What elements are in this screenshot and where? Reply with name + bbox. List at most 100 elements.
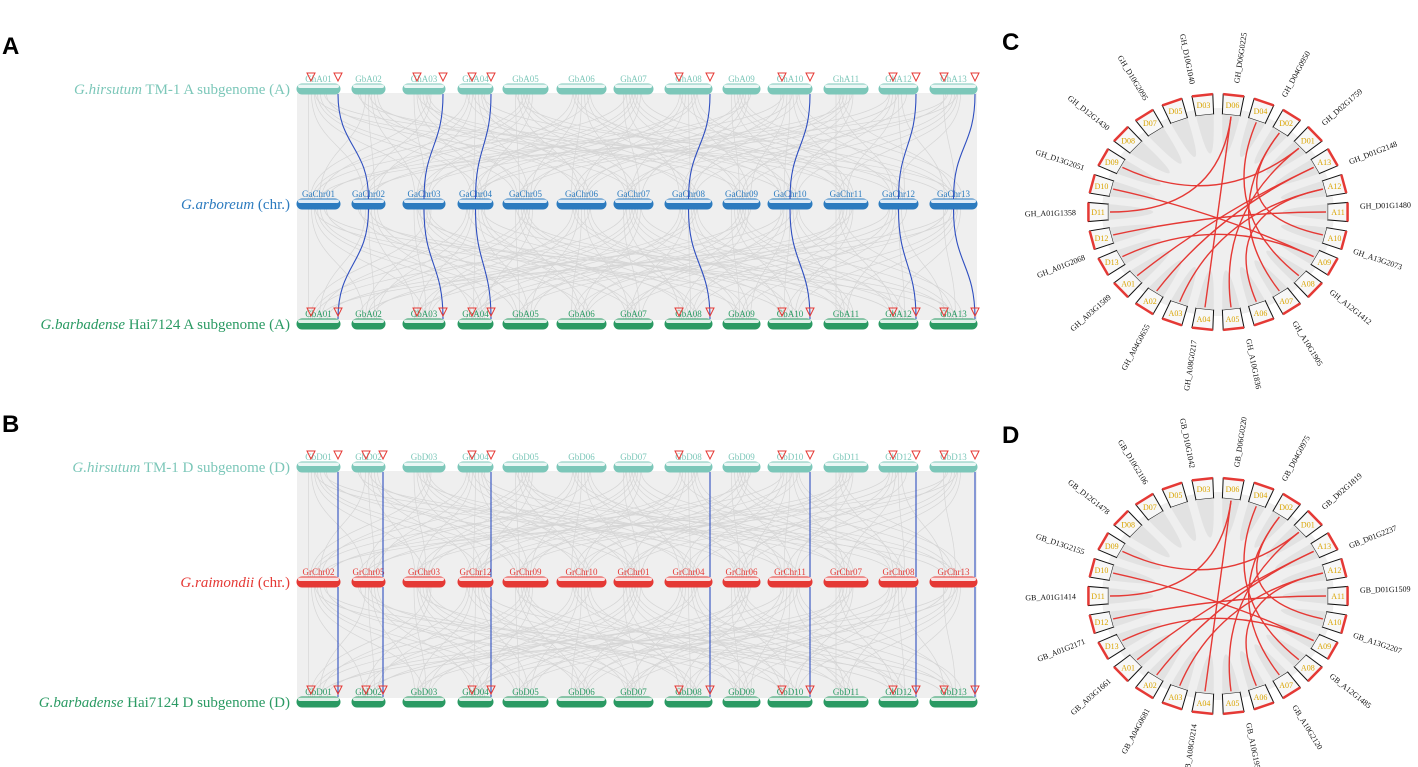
gene-position-marker [888,450,898,461]
gene-label: GB_A10G2120 [1290,703,1324,751]
chromosome-bar-highlight [615,577,652,581]
synteny-background-link [467,208,687,320]
segment-gene-track [1223,476,1245,482]
segment-gene-track [1191,710,1213,716]
duplicated-gene-link [1179,572,1324,687]
synteny-background-link [367,471,527,578]
syntenic-block-fan [1222,270,1241,310]
chromosome-segment-label: D10 [1095,182,1109,191]
synteny-background-link [422,93,579,200]
syntenic-block-fan [1239,501,1266,542]
chromosome-bar-highlight [504,319,547,323]
synteny-background-link [630,586,686,698]
synteny-background-link [635,586,853,698]
chromosome-segment-label: D05 [1169,491,1183,500]
segment-gene-track [1113,126,1129,143]
synteny-background-link [472,93,957,200]
synteny-background-link [901,93,945,200]
segment-gene-track [1191,476,1213,482]
chromosome-segment-label: A03 [1169,309,1183,318]
synteny-background-link [785,208,893,320]
synteny-background-link [794,93,854,200]
synteny-background-link [688,586,691,698]
chromosome-label: GbD07 [620,452,647,462]
synteny-background-link [625,586,946,698]
segment-gene-track [1113,665,1129,682]
chromosome-bar-highlight [404,84,444,88]
synteny-background-link [521,93,638,200]
chromosome-label: GbA05 [512,74,539,84]
chromosome-bar-highlight [558,462,605,466]
gene-position-marker [361,450,371,461]
chromosome-bar-highlight [666,697,711,701]
genome-row-label: G.barbadense Hai7124 D subgenome (D) [39,695,290,711]
chromosome-label: GbA07 [620,309,647,319]
chromosome-label: GaChr06 [565,189,598,199]
synteny-background-link [680,208,901,320]
segment-gene-track [1340,230,1348,250]
synteny-background-link [837,586,958,698]
synteny-background-link [635,208,853,320]
gene-position-marker [378,450,388,461]
synteny-background-link [364,586,889,698]
synteny-background-link [478,93,529,200]
chromosome-bar-highlight [724,84,759,88]
chromosome-segment-label: A11 [1331,592,1344,601]
chromosome-bar-highlight [931,199,976,203]
gene-position-marker [888,72,898,83]
gene-label: GH_D01G2148 [1348,139,1399,166]
chromosome-bar-highlight [825,319,867,323]
syntenic-gene-link [474,208,492,320]
synteny-background-link [626,471,680,578]
synteny-background-link [364,471,889,578]
chromosome-label: GhA12 [885,74,912,84]
synteny-background-link [327,93,784,200]
synteny-background-link [367,586,527,698]
segment-gene-track [1326,257,1339,276]
synteny-background-link [731,586,740,698]
gene-position-marker [306,307,316,318]
duplicated-gene-link [1112,572,1314,642]
synteny-background-link [680,93,901,200]
synteny-background-link [692,93,785,200]
gene-label: GB_A01G2171 [1036,637,1086,664]
synteny-background-link [898,93,905,200]
chromosome-segment-label: A05 [1226,699,1240,708]
synteny-background-link [477,93,697,200]
chromosome-segment-label: A01 [1121,280,1135,289]
chromosome-segment-label: D08 [1121,136,1135,145]
species-name: G.hirsutum [72,460,140,476]
chromosome-label: GhA11 [833,74,859,84]
synteny-background-link [740,471,892,578]
synteny-background-link [532,93,680,200]
segment-gene-track [1097,148,1110,167]
chromosome-label: GhA03 [411,74,438,84]
syntenic-block-fan [1280,608,1327,628]
synteny-background-link [630,471,686,578]
synteny-background-link [743,471,952,578]
species-name: G.hirsutum [74,82,142,98]
synteny-background-link [376,93,470,200]
segment-gene-track [1223,326,1245,332]
chromosome-label: GbD06 [568,687,595,697]
synteny-background-link [571,471,582,578]
chromosome-bar-highlight [769,577,811,581]
synteny-background-link [688,93,691,200]
synteny-background-link [416,586,473,698]
panel-letter: B [2,411,19,438]
gene-position-marker [777,72,787,83]
synteny-background-link [732,208,890,320]
genome-row-label: G.raimondii (chr.) [180,575,290,591]
chromosome-label: GrChr13 [938,567,970,577]
synteny-background-link [472,471,957,578]
chromosome-segment-label: A10 [1328,234,1342,243]
genome-description: TM-1 D subgenome (D) [140,460,290,476]
duplicated-gene-link [1247,132,1280,292]
synteny-background-link [680,586,901,698]
synteny-background-link [358,93,590,200]
gene-position-marker [888,307,898,318]
syntenic-block-fan [1148,511,1182,548]
chromosome-bar-highlight [666,84,711,88]
segment-gene-track [1135,492,1154,506]
syntenic-block-fan [1130,525,1170,558]
